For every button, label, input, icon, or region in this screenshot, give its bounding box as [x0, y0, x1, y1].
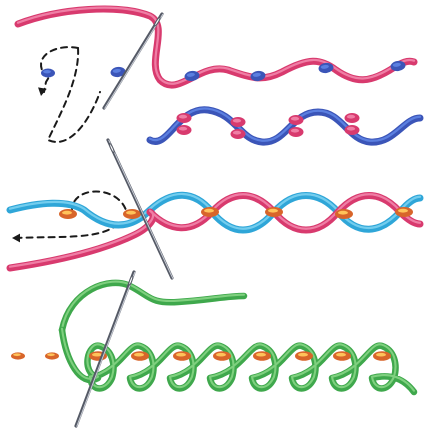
- thread-row-4-green-loops: [62, 329, 414, 392]
- stitch-row-2-3-top-shine: [291, 117, 299, 121]
- stitch-row-4-lead-1: [11, 352, 25, 359]
- thread-row-2-blue: [150, 108, 420, 142]
- stitch-row-4-3-shine: [176, 353, 186, 357]
- guide-loop-1b: [48, 48, 100, 142]
- stitch-row-4-2-shine: [134, 353, 144, 357]
- panel-interlaced-running: [10, 140, 420, 278]
- stitch-row-2-2-top: [231, 117, 246, 127]
- stitch-row-4-8: [373, 351, 391, 361]
- stitch-row-4-5-shine: [256, 353, 266, 357]
- guide-arrow-left-icon: [12, 234, 20, 243]
- stitch-row-4-6: [295, 351, 313, 361]
- stitch-row-4-6-shine: [298, 353, 308, 357]
- guide-line-2: [16, 224, 118, 238]
- stitch-row-2-2-bot: [231, 129, 246, 139]
- thread-row-1-pink: [18, 8, 414, 85]
- stitch-row-4-lead-2: [45, 352, 59, 359]
- stitch-row-4-4: [213, 351, 231, 361]
- needle-2-icon-shaft: [108, 140, 172, 278]
- stitch-row-3-1: [59, 209, 77, 219]
- stitch-row-2-3-top: [289, 115, 304, 125]
- thread-row-2-blue-body: [150, 110, 420, 142]
- stitch-row-2-2-bot-shine: [233, 131, 241, 135]
- stitch-row-3-5-shine: [338, 211, 348, 215]
- stitch-row-3-2-shine: [126, 211, 136, 215]
- stitch-row-4-7: [333, 351, 351, 361]
- stitch-row-2-1-top: [177, 113, 192, 123]
- stitch-blue-start: [41, 69, 55, 78]
- stitch-row-3-1-shine: [62, 211, 72, 215]
- stitch-row-4-3: [173, 351, 191, 361]
- stitch-row-3-3: [201, 207, 219, 217]
- stitch-row-4-lead-2-shine: [47, 353, 55, 356]
- stitch-row-4-7-shine: [336, 353, 346, 357]
- stitch-row-3-2: [123, 209, 141, 219]
- needle-2-icon: [108, 140, 173, 278]
- thread-row-4-green-tail: [62, 282, 244, 330]
- stitch-row-4-2: [131, 351, 149, 361]
- stitch-row-4-lead-1-shine: [13, 353, 21, 356]
- stitch-row-3-4: [265, 207, 283, 217]
- stitch-row-4-8-shine: [376, 353, 386, 357]
- panel-looped-running: [11, 272, 414, 426]
- stitch-row-2-3-bot: [289, 127, 304, 137]
- stitch-row-3-6-shine: [398, 209, 408, 213]
- stitch-row-2-4-top-shine: [347, 115, 355, 119]
- stitch-row-2-4-bot: [345, 125, 360, 135]
- thread-row-4-green-tail-highlight: [62, 282, 244, 329]
- stitch-row-2-1-bot-shine: [179, 127, 187, 131]
- stitch-row-4-4-shine: [216, 353, 226, 357]
- needle-2-icon-shine: [109, 140, 173, 278]
- stitch-row-4-1-shine: [92, 353, 102, 357]
- stitch-row-3-5: [335, 209, 353, 219]
- stitch-row-4-5: [253, 351, 271, 361]
- stitch-row-2-4-bot-shine: [347, 127, 355, 131]
- stitch-row-3-4-shine: [268, 209, 278, 213]
- stitch-row-2-4-top: [345, 113, 360, 123]
- stitch-row-3-3-shine: [204, 209, 214, 213]
- stitch-row-2-1-bot: [177, 125, 192, 135]
- stitch-row-2-2-top-shine: [233, 119, 241, 123]
- stitch-row-2-3-bot-shine: [291, 129, 299, 133]
- stitch-blue-start-shine: [43, 70, 51, 73]
- stitch-row-2-1-top-shine: [179, 115, 187, 119]
- panel-whipped-running: [18, 8, 420, 142]
- stitch-row-3-6: [395, 207, 413, 217]
